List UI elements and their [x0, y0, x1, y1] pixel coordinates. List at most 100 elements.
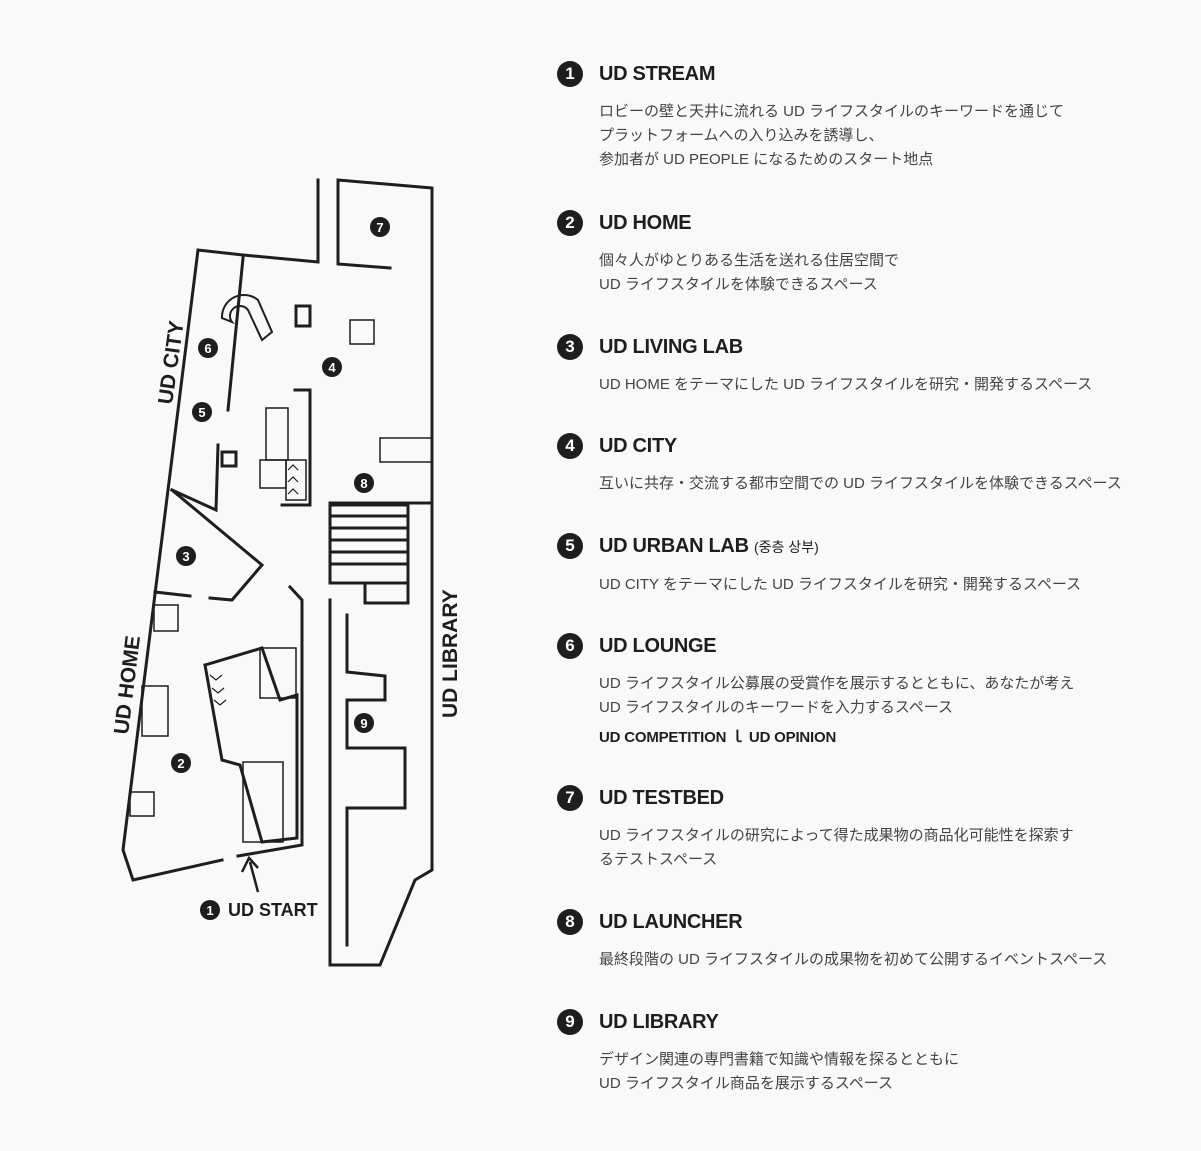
bench-2 — [259, 459, 287, 489]
marker-7[interactable]: 7 — [370, 217, 390, 237]
marker-9[interactable]: 9 — [354, 713, 374, 733]
legend-entry: 6 UD LOUNGE UD ライフスタイル公募展の受賞作を展示するとともに、あなた… — [557, 630, 1177, 782]
svg-text:4: 4 — [328, 360, 336, 375]
wall-living-lab — [169, 487, 265, 602]
start-arrow-icon — [240, 855, 260, 893]
wall-urban-lab — [170, 443, 220, 513]
description-line: UD ライフスタイルのキーワードを入力するスペース — [599, 699, 954, 716]
legend-title-text: UD LIBRARY — [599, 1011, 719, 1033]
number-badge: 3 — [557, 334, 583, 360]
wall-room-7 — [336, 178, 434, 505]
label-ud-start: UD START — [228, 900, 318, 920]
legend-title: UD TESTBED — [599, 782, 1177, 814]
legend-title: UD URBAN LAB (중층 상부) — [599, 530, 1177, 563]
svg-text:7: 7 — [376, 220, 383, 235]
legend-description: UD ライフスタイルの研究によって得た成果物の商品化可能性を探索するテストスペー… — [599, 824, 1177, 872]
description-line: 最終段階の UD ライフスタイルの成果物を初めて公開するイベントスペース — [599, 951, 1108, 968]
svg-text:2: 2 — [177, 756, 184, 771]
marker-8[interactable]: 8 — [354, 473, 374, 493]
marker-5[interactable]: 5 — [192, 402, 212, 422]
wall-home-top — [153, 590, 192, 598]
legend-description: デザイン関連の専門書籍で知識や情報を探るとともに UD ライフスタイル商品を展示す… — [599, 1048, 1177, 1096]
marker-4[interactable]: 4 — [322, 357, 342, 377]
legend-entry: 3 UD LIVING LAB UD HOME をテーマにした UD ライフスタイル… — [557, 331, 1177, 430]
description-line: プラットフォームへの入り込みを誘導し、 — [599, 127, 884, 144]
legend-entry: 5 UD URBAN LAB (중층 상부) UD CITY をテーマにした UD … — [557, 530, 1177, 630]
description-line: UD ライフスタイル公募展の受賞作を展示するとともに、あなたが考え — [599, 675, 1075, 692]
legend-title-text: UD LIVING LAB — [599, 336, 743, 358]
description-line: デザイン関連の専門書籍で知識や情報を探るとともに — [599, 1051, 960, 1068]
stage-step — [328, 581, 410, 605]
marker-3[interactable]: 3 — [176, 546, 196, 566]
description-line: UD HOME をテーマにした UD ライフスタイルを研究・開発するスペース — [599, 376, 1093, 393]
legend-description: ロビーの壁と天井に流れる UD ライフスタイルのキーワードを通じてプラットフォー… — [599, 100, 1177, 172]
legend-extra-links: UD COMPETITION ｌ UD OPINION — [599, 729, 837, 746]
description-line: 個々人がゆとりある生活を送れる住居空間で — [599, 252, 900, 269]
legend-title-text: UD URBAN LAB — [599, 535, 749, 557]
legend-title: UD STREAM — [599, 58, 1177, 90]
wall-center — [236, 584, 304, 858]
legend-entry: 7 UD TESTBED UD ライフスタイルの研究によって得た成果物の商品化可能性… — [557, 782, 1177, 906]
description-line: UD ライフスタイルを体験できるスペース — [599, 276, 878, 293]
map-markers: 1 2 3 4 5 6 7 8 9 — [171, 217, 390, 920]
marker-1[interactable]: 1 — [200, 900, 220, 920]
table — [379, 437, 433, 463]
number-badge: 4 — [557, 433, 583, 459]
legend-entry: 9 UD LIBRARY デザイン関連の専門書籍で知識や情報を探るとともに UD ライ… — [557, 1006, 1177, 1106]
legend-entry: 8 UD LAUNCHER 最終段階の UD ライフスタイルの成果物を初めて公開する… — [557, 906, 1177, 1006]
marker-2[interactable]: 2 — [171, 753, 191, 773]
home-unit — [203, 646, 299, 844]
description-line: ロビーの壁と天井に流れる UD ライフスタイルのキーワードを通じて — [599, 103, 1065, 120]
legend-description: UD CITY をテーマにした UD ライフスタイルを研究・開発するスペース — [599, 573, 1177, 597]
legend-description: 最終段階の UD ライフスタイルの成果物を初めて公開するイベントスペース — [599, 948, 1177, 972]
wall-library — [328, 501, 434, 967]
svg-text:3: 3 — [182, 549, 189, 564]
description-line: UD ライフスタイル商品を展示するスペース — [599, 1075, 894, 1092]
legend-title: UD LAUNCHER — [599, 906, 1177, 938]
legend-entry: 1 UD STREAM ロビーの壁と天井に流れる UD ライフスタイルのキーワードを… — [557, 58, 1177, 207]
svg-text:1: 1 — [206, 903, 213, 918]
legend-entry: 2 UD HOME 個々人がゆとりある生活を送れる住居空間で UD ライフスタイルを体… — [557, 207, 1177, 331]
number-badge: 8 — [557, 909, 583, 935]
legend-title-text: UD STREAM — [599, 63, 716, 85]
legend-title-text: UD TESTBED — [599, 787, 724, 809]
wall-lounge — [226, 256, 245, 412]
legend-title: UD CITY — [599, 430, 1177, 462]
stage-8 — [328, 503, 410, 585]
floor-plan: 1 2 3 4 5 6 7 8 9 UD CITY UD HOME UD LIB… — [110, 178, 462, 967]
legend-title: UD LIBRARY — [599, 1006, 1177, 1038]
legend-title-text: UD LAUNCHER — [599, 911, 743, 933]
svg-text:9: 9 — [360, 716, 367, 731]
number-badge: 9 — [557, 1009, 583, 1035]
wall-left — [121, 178, 320, 882]
spiral-stair — [220, 293, 274, 342]
svg-text:5: 5 — [198, 405, 205, 420]
number-badge: 6 — [557, 633, 583, 659]
legend-title: UD HOME — [599, 207, 1177, 239]
legend-entry: 4 UD CITY 互いに共存・交流する都市空間での UD ライフスタイルを体験でき… — [557, 430, 1177, 530]
number-badge: 1 — [557, 61, 583, 87]
description-line: るテストスペース — [599, 851, 718, 868]
chair-2 — [129, 791, 155, 817]
library-shelf — [345, 613, 407, 947]
number-badge: 5 — [557, 533, 583, 559]
display-wall — [280, 388, 312, 507]
label-ud-library: UD LIBRARY — [439, 589, 462, 718]
legend-title: UD LOUNGE — [599, 630, 1177, 662]
legend-title-text: UD HOME — [599, 212, 692, 234]
column-small — [220, 450, 238, 468]
number-badge: 7 — [557, 785, 583, 811]
legend-title: UD LIVING LAB — [599, 331, 1177, 363]
legend-description: UD HOME をテーマにした UD ライフスタイルを研究・開発するスペース — [599, 373, 1177, 397]
chair-1 — [153, 604, 179, 632]
legend-description: 互いに共存・交流する都市空間での UD ライフスタイルを体験できるスペース — [599, 472, 1177, 496]
description-line: UD ライフスタイルの研究によって得た成果物の商品化可能性を探索す — [599, 827, 1074, 844]
description-line: 参加者が UD PEOPLE になるためのスタート地点 — [599, 151, 934, 168]
number-badge: 2 — [557, 210, 583, 236]
description-line: UD CITY をテーマにした UD ライフスタイルを研究・開発するスペース — [599, 576, 1082, 593]
bench-3 — [285, 459, 307, 501]
sofa-2 — [141, 685, 169, 737]
legend-description: UD ライフスタイル公募展の受賞作を展示するとともに、あなたが考え UD ライフス… — [599, 672, 1177, 720]
marker-6[interactable]: 6 — [198, 338, 218, 358]
legend: 1 UD STREAM ロビーの壁と天井に流れる UD ライフスタイルのキーワードを… — [557, 58, 1177, 1106]
